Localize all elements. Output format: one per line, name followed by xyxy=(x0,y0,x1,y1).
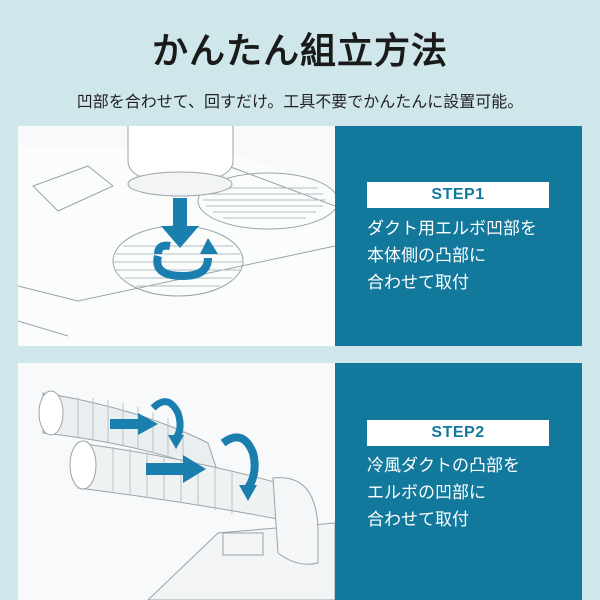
step1-description: ダクト用エルボ凹部を 本体側の凸部に 合わせて取付 xyxy=(367,216,567,297)
step1-illustration xyxy=(18,126,335,346)
step1-panel: STEP1 ダクト用エルボ凹部を 本体側の凸部に 合わせて取付 xyxy=(335,126,582,346)
push-arrow-icon-2 xyxy=(146,455,206,483)
down-arrow-icon xyxy=(161,198,199,248)
step2-line-1: 冷風ダクトの凸部を xyxy=(367,456,520,476)
page-subtitle: 凹部を合わせて、回すだけ。工具不要でかんたんに設置可能。 xyxy=(76,92,524,111)
rotate-arrow-icon-1 xyxy=(150,398,184,449)
step2-line-3: 合わせて取付 xyxy=(367,510,469,530)
step1-badge: STEP1 xyxy=(367,182,549,208)
rotate-arrow-icon xyxy=(153,238,218,281)
step2-illustration xyxy=(18,363,335,600)
step1-line-3: 合わせて取付 xyxy=(367,273,469,293)
step2-badge: STEP2 xyxy=(367,420,549,446)
push-arrow-icon-1 xyxy=(110,413,158,435)
rotate-arrow-icon-2 xyxy=(220,433,259,501)
step2-line-2: エルボの凹部に xyxy=(367,483,486,503)
step2-panel: STEP2 冷風ダクトの凸部を エルボの凹部に 合わせて取付 xyxy=(335,363,582,600)
step-card-2: STEP2 冷風ダクトの凸部を エルボの凹部に 合わせて取付 xyxy=(18,363,582,600)
step1-line-1: ダクト用エルボ凹部を xyxy=(367,219,537,239)
page-title: かんたん組立方法 xyxy=(151,31,448,72)
step-card-1: STEP1 ダクト用エルボ凹部を 本体側の凸部に 合わせて取付 xyxy=(18,126,582,346)
step2-description: 冷風ダクトの凸部を エルボの凹部に 合わせて取付 xyxy=(367,453,567,534)
step1-line-2: 本体側の凸部に xyxy=(367,246,486,266)
